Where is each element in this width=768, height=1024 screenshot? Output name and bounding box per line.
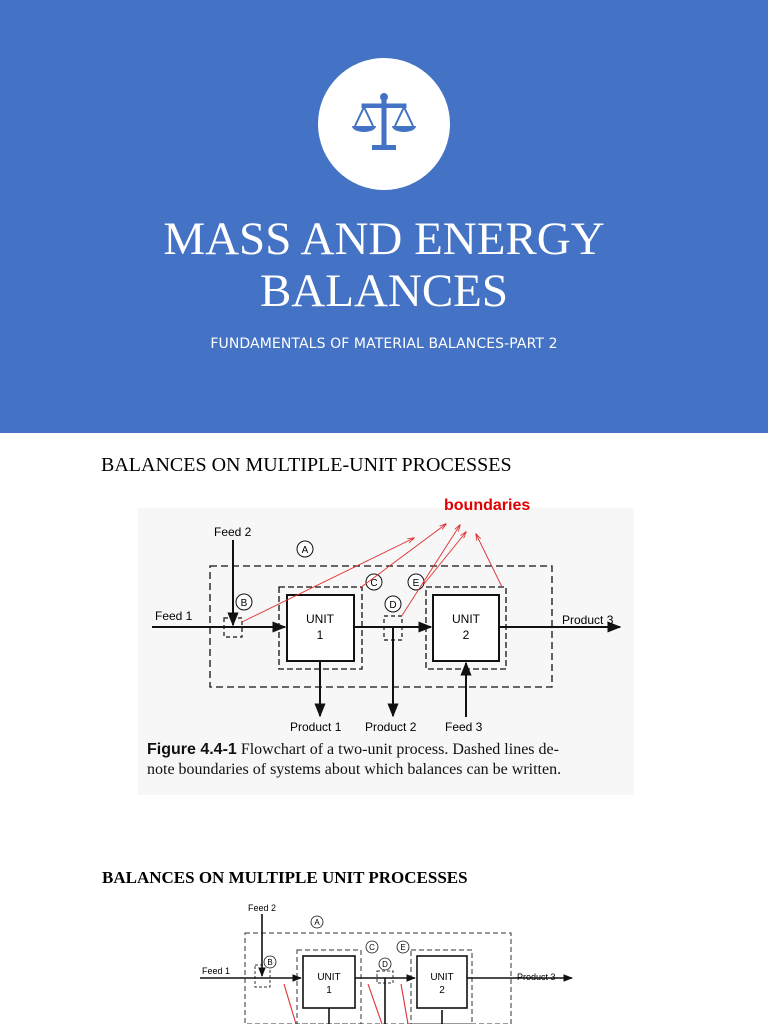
slide-subtitle: FUNDAMENTALS OF MATERIAL BALANCES-PART 2 <box>210 336 558 352</box>
svg-text:E: E <box>400 943 405 952</box>
svg-text:B: B <box>267 958 272 967</box>
svg-text:A: A <box>302 545 309 556</box>
two-unit-flowchart: boundaries UNIT 1 UNIT 2 Feed 2 Feed 1 P… <box>138 497 634 795</box>
feed-2-label-small: Feed 2 <box>248 903 276 913</box>
unit-2-number: 2 <box>463 628 470 642</box>
svg-text:A: A <box>314 918 320 927</box>
boundaries-annotation: boundaries <box>444 497 530 514</box>
feed-3-label: Feed 3 <box>445 720 483 734</box>
section-heading-2: BALANCES ON MULTIPLE UNIT PROCESSES <box>102 868 468 887</box>
feed-1-label-small: Feed 1 <box>202 966 230 976</box>
marker-b: B <box>235 593 253 611</box>
marker-e: E <box>407 573 425 591</box>
boundary-pointer-arrows-small <box>283 983 409 1024</box>
two-unit-flowchart-small: UNIT 1 UNIT 2 Feed 2 Feed 1 Product 3 A … <box>200 903 573 1024</box>
slide-title-line-1: MASS AND ENERGY <box>163 213 605 265</box>
unit-2-box-small <box>416 955 468 1009</box>
figure-number: Figure 4.4-1 <box>147 741 237 758</box>
product-3-label-small: Product 3 <box>517 972 556 982</box>
feed-1-label: Feed 1 <box>155 609 193 623</box>
product-3-label: Product 3 <box>562 613 614 627</box>
marker-a: A <box>296 540 314 558</box>
unit-1-label: UNIT <box>306 612 335 626</box>
unit-2-number-small: 2 <box>439 985 445 996</box>
marker-e-small: E <box>396 940 410 954</box>
unit-1-label-small: UNIT <box>317 972 340 983</box>
title-slide-banner: MASS AND ENERGY BALANCES FUNDAMENTALS OF… <box>0 0 768 433</box>
marker-d-small: D <box>378 957 392 971</box>
marker-b-small: B <box>263 955 277 969</box>
unit-1-number: 1 <box>317 628 324 642</box>
logo-circle <box>318 58 450 190</box>
product-1-label: Product 1 <box>290 720 342 734</box>
caption-text-line-1: Flowchart of a two-unit process. Dashed … <box>240 741 559 758</box>
product-2-label: Product 2 <box>365 720 417 734</box>
section-heading: BALANCES ON MULTIPLE-UNIT PROCESSES <box>101 454 512 476</box>
boundary-pointer-arrows <box>241 524 503 623</box>
svg-text:E: E <box>413 578 420 589</box>
slide-title: MASS AND ENERGY BALANCES <box>0 213 768 317</box>
unit-2-label: UNIT <box>452 612 481 626</box>
svg-text:C: C <box>370 578 377 589</box>
figure-caption: Figure 4.4-1 Flowchart of a two-unit pro… <box>147 740 627 780</box>
caption-text-line-2: note boundaries of systems about which b… <box>147 761 562 778</box>
unit-1-number-small: 1 <box>326 985 332 996</box>
balance-scale-icon <box>352 93 416 150</box>
unit-2-label-small: UNIT <box>430 972 453 983</box>
svg-text:D: D <box>389 600 396 611</box>
feed-2-label: Feed 2 <box>214 525 252 539</box>
marker-c-small: C <box>365 940 379 954</box>
marker-c: C <box>365 573 383 591</box>
svg-text:C: C <box>369 943 375 952</box>
slide-title-line-2: BALANCES <box>259 265 509 317</box>
marker-d: D <box>384 595 402 613</box>
marker-a-small: A <box>310 915 324 929</box>
svg-text:D: D <box>382 960 388 969</box>
svg-text:B: B <box>241 598 248 609</box>
